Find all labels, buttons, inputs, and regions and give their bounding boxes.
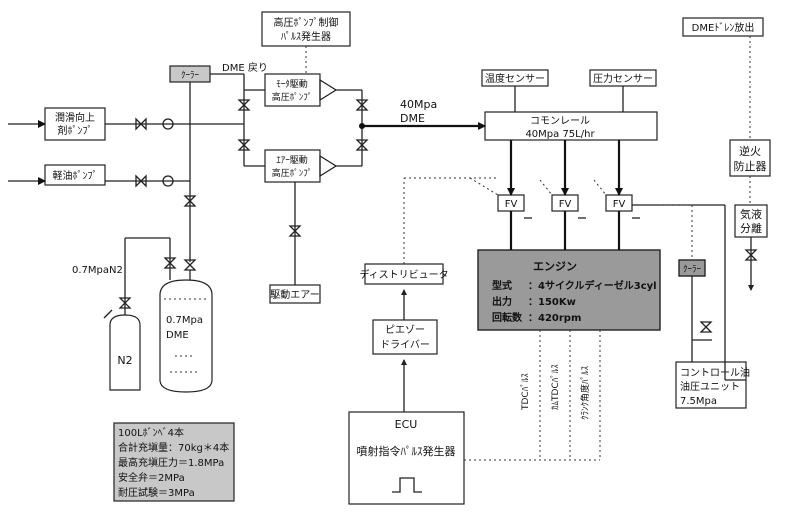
n2-pressure-label: 0.7MpaN2 [72,265,123,276]
n2-cylinder: N2 [109,314,141,391]
temp-sensor-box: 温度センサー [481,69,549,87]
dme-drain-label: DMEﾄﾞﾚﾝ放出 [692,21,755,34]
lubricity-pump-box: 潤滑向上 剤ﾎﾟﾝﾌﾟ [44,107,106,141]
cylinder-info-line: 100Lﾎﾞﾝﾍﾞ4本 [118,426,184,439]
control-oil-line2: 油圧ユニット [680,380,740,393]
engine-title: エンジン [533,260,577,273]
light-oil-pump-label: 軽油ﾎﾟﾝﾌﾟ [53,169,98,182]
svg-text:FV: FV [505,199,518,210]
drive-air-box: 駆動エアー [269,284,321,304]
ecu-title: ECU [395,418,418,431]
distributor-label: ディストリビュータ [359,268,448,281]
gas-liquid-line1: 気液 [740,207,762,221]
engine-row-value: ：150Kw [528,297,576,308]
cylinder-info-line: 合計充塡量：70kg＊4本 [118,441,229,454]
cylinder-info-line: 安全弁＝2MPa [118,471,185,484]
pressure-sensor-box: 圧力センサー [589,69,657,87]
crank-pulse-label: ｸﾗﾝｸ角度ﾊﾟﾙｽ [579,365,591,420]
light-oil-pump-box: 軽油ﾎﾟﾝﾌﾟ [44,164,106,186]
flashback-arrestor-box: 逆火 防止器 [729,139,771,177]
hp-pump-control-line2: ﾊﾟﾙｽ発生器 [281,30,331,43]
hp-pump-control-box: 高圧ﾎﾟﾝﾌﾟ制御 ﾊﾟﾙｽ発生器 [261,11,351,47]
control-oil-line1: コントロール油 [680,366,750,379]
motor-pump-box: ﾓｰﾀ駆動 高圧ﾎﾟﾝﾌﾟ [264,73,338,107]
common-rail-box: コモンレール 40Mpa 75L/hr [484,111,658,141]
air-pump-box: ｴｱｰ駆動 高圧ﾎﾟﾝﾌﾟ [264,149,338,183]
lubricity-pump-line1: 潤滑向上 [55,111,95,124]
temp-sensor-label: 温度センサー [485,72,545,85]
cam-tdc-pulse-label: ｶﾑTDCﾊﾟﾙｽ [550,364,561,410]
dme-return-label: DME 戻り [222,61,268,74]
fv-valve-3: FV [605,194,633,212]
fv-valve-1: FV [497,194,525,212]
flow-lines [8,36,758,461]
svg-text:FV: FV [559,199,572,210]
piezo-line1: ピエゾー [385,324,425,336]
air-pump-line1: ｴｱｰ駆動 [276,155,308,166]
n2-label: N2 [117,354,132,367]
ecu-box: ECU 噴射指令ﾊﾟﾙｽ発生器 [348,411,465,505]
tdc-pulse-label: TDCﾊﾟﾙｽ [520,373,531,411]
cooler-mid-box: ｸｰﾗｰ [678,259,706,277]
injection-pulse-label: 噴射指令ﾊﾟﾙｽ発生器 [357,444,456,458]
svg-text:FV: FV [613,199,626,210]
control-oil-line3: 7.5Mpa [680,396,717,407]
engine-row-value: ：420rpm [528,313,581,324]
flashback-line1: 逆火 [739,144,761,158]
control-oil-unit-box: コントロール油 油圧ユニット 7.5Mpa [675,361,750,409]
cooler-top-label: ｸｰﾗｰ [181,70,200,81]
cooler-mid-label: ｸｰﾗｰ [683,264,702,275]
fv-valve-2: FV [551,194,579,212]
dme-drain-box: DMEﾄﾞﾚﾝ放出 [682,17,764,37]
air-pump-line2: 高圧ﾎﾟﾝﾌﾟ [272,167,313,179]
cylinder-info-line: 最高充塡圧力＝1.8MPa [118,456,224,469]
engine-box: エンジン 型式 ：4サイクルディーゼル3cyl 出力 ：150Kw 回転数 ：4… [477,249,661,331]
engine-row-label: 回転数 [492,311,523,324]
piezo-driver-box: ピエゾー ドライバー [372,319,438,355]
pressure-sensor-label: 圧力センサー [593,72,653,85]
hp-pump-control-line1: 高圧ﾎﾟﾝﾌﾟ制御 [274,16,339,29]
engine-row-label: 型式 [492,279,512,292]
gas-liquid-separator-box: 気液 分離 [734,204,768,238]
pressure-40-line1: 40Mpa [400,98,437,111]
motor-pump-line2: 高圧ﾎﾟﾝﾌﾟ [272,91,313,103]
common-rail-line2: 40Mpa 75L/hr [525,129,595,140]
flashback-line2: 防止器 [734,159,767,173]
engine-row-label: 出力 [492,295,512,308]
piezo-line2: ドライバー [380,339,430,351]
cylinder-info-panel: 100Lﾎﾞﾝﾍﾞ4本 合計充塡量：70kg＊4本 最高充塡圧力＝1.8MPa … [113,422,235,502]
gas-liquid-line2: 分離 [740,221,762,235]
motor-pump-line1: ﾓｰﾀ駆動 [276,79,308,90]
tank-line1: 0.7Mpa [166,315,203,326]
common-rail-line1: コモンレール [530,116,590,127]
distributor-box: ディストリビュータ [359,263,449,285]
cooler-top-box: ｸｰﾗｰ [169,65,211,83]
lubricity-pump-line2: 剤ﾎﾟﾝﾌﾟ [58,124,93,137]
engine-row-value: ：4サイクルディーゼル3cyl [528,279,657,292]
cylinder-info-line: 耐圧試験＝3MPa [118,486,195,499]
tank-line2: DME [166,330,189,341]
pressure-40-line2: DME [400,112,425,125]
drive-air-label: 駆動エアー [270,288,319,301]
dme-tank: 0.7Mpa DME [159,279,213,393]
